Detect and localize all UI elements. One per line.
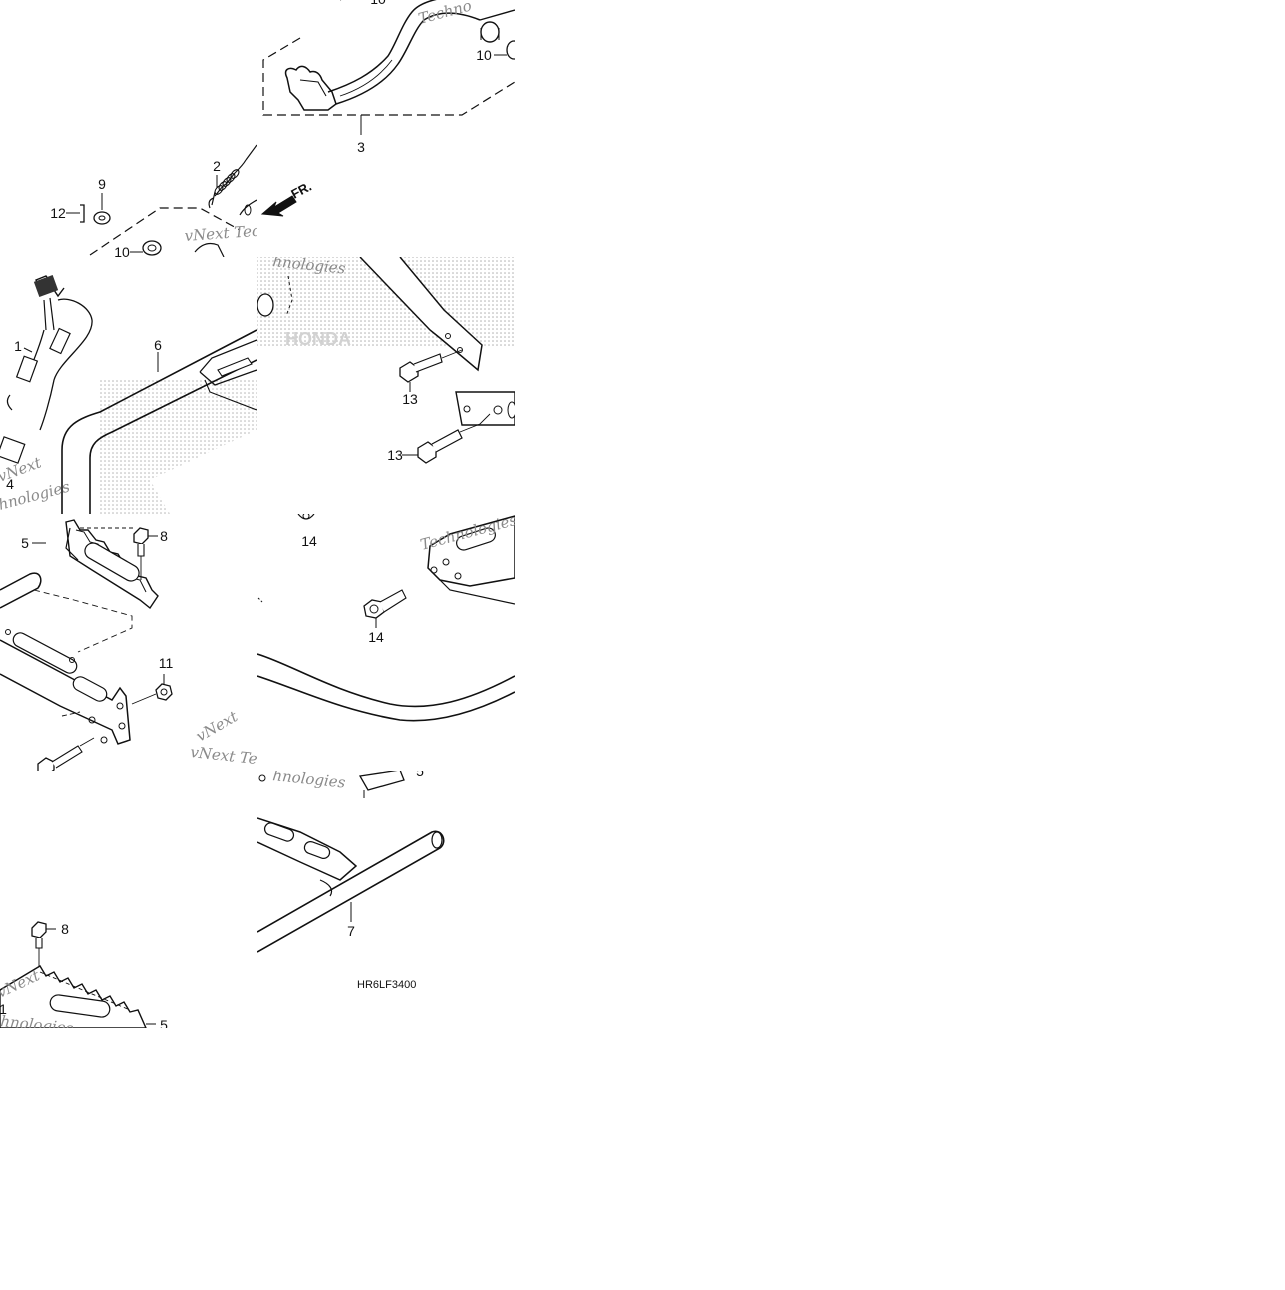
brand-watermark: HONDA: [285, 329, 351, 349]
spring-part: [208, 144, 257, 209]
callout-13-upper: 13: [402, 391, 418, 407]
bolt-8-lower: [31, 921, 56, 968]
footpeg-5: [65, 519, 159, 610]
callout-12: 12: [50, 205, 66, 221]
callout-11: 11: [159, 655, 174, 671]
spring-hook-lower: [239, 199, 257, 216]
side-rail: [257, 774, 358, 881]
fr-direction-arrow: FR.: [260, 179, 314, 217]
callout-1: 1: [14, 338, 22, 354]
callout-8: 8: [160, 528, 168, 544]
nut-11: [131, 674, 173, 705]
callout-13-lower: 13: [387, 447, 403, 463]
tile-lower-left: 5 8 11 vNext Tec vNext: [0, 519, 268, 771]
callout-14: 14: [368, 629, 384, 645]
main-frame-pipe: [61, 329, 257, 514]
callout-8-lower: 8: [61, 921, 69, 937]
callout-6: 6: [154, 337, 162, 353]
bushing-left-edge: [257, 293, 274, 317]
callout-3: 3: [357, 139, 365, 155]
bolt-13-upper: [399, 349, 463, 392]
callout-7: 7: [347, 923, 355, 939]
bolt-8: [133, 527, 158, 580]
callout-5-lower: 5: [160, 1017, 168, 1033]
assembly-outline-dashed: [89, 207, 241, 256]
callout-5: 5: [21, 535, 29, 551]
frame-pipe-7: [257, 830, 445, 953]
callout-10: 10: [114, 244, 130, 260]
rear-bracket: [427, 515, 515, 605]
bolt-13-lower: [402, 413, 491, 464]
tile-middle-right: HONDA 13 13 hnologies: [257, 257, 515, 464]
bolt-14-right: [363, 589, 407, 628]
tile-bottom-left: 8 5 1 hnologies vNext: [0, 921, 168, 1033]
watermark-text: vNext Tec: [190, 743, 268, 769]
pedal-pivot-edge: [194, 242, 225, 257]
tile-middle-left: 6 1 4 vNext hnologies: [0, 275, 257, 514]
mount-plate: [455, 391, 515, 426]
rear-pipe: [257, 653, 515, 722]
drawing-code: HR6LF3400: [357, 979, 416, 991]
bolt-14-left: [37, 737, 95, 771]
tile-top-left: 2 9 12 10 vNext Tec: [50, 144, 262, 260]
watermark-text: Techno: [416, 0, 473, 28]
watermark-text: hnologies: [272, 766, 347, 792]
watermark-text: vNext: [193, 707, 242, 746]
frame-bracket: [359, 257, 483, 372]
frame-top-fragment: 5: [358, 763, 424, 798]
tile-lower-right: 14 14 Technologies: [257, 514, 515, 722]
tile-top-right: FR. 3 10 10 Techno: [260, 0, 515, 217]
cotter-pin-part: [66, 204, 85, 223]
watermark-text: vNext Tec: [184, 222, 262, 245]
brake-pedal: [284, 0, 515, 111]
bolt-14-top: [297, 514, 315, 520]
stop-switch: [0, 275, 93, 464]
callout-4: 4: [6, 476, 14, 492]
bushing-part: [130, 240, 162, 256]
lower-frame-member: [0, 572, 133, 745]
callout-10-top: 10: [370, 0, 386, 7]
washer-part: [93, 211, 111, 225]
callout-9: 9: [98, 176, 106, 192]
callout-2: 2: [213, 158, 221, 174]
callout-1-lower: 1: [0, 1001, 7, 1017]
bushing-right: [494, 40, 515, 60]
callout-10-upper: 10: [476, 47, 492, 63]
pedal-outline-dashed: [262, 37, 515, 116]
callout-5-fragment: 5: [416, 763, 424, 779]
tile-bottom-right: 5 7 HR6LF3400 hnologies: [257, 763, 445, 991]
callout-14-top: 14: [301, 533, 317, 549]
footpeg-5-lower: [0, 965, 156, 1028]
